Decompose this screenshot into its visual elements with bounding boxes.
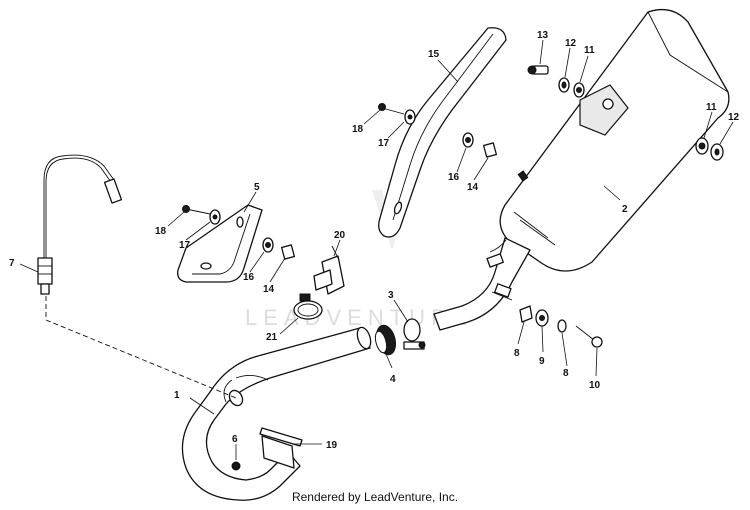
heat-shield-long: [378, 27, 507, 238]
washer-17-lower: [209, 209, 221, 225]
leader-lines: [19, 39, 734, 460]
hose-clamp: [293, 293, 323, 320]
callout-20: 20: [334, 230, 346, 241]
bolt-13: [527, 65, 549, 75]
callout-9: 9: [539, 356, 545, 367]
callout-18-upper: 18: [352, 124, 364, 135]
callout-17-lower: 17: [179, 240, 191, 251]
callout-16-upper: 16: [448, 172, 460, 183]
washer-12-upper: [558, 77, 570, 93]
collar-8-left: [519, 305, 533, 323]
callout-7: 7: [9, 258, 15, 269]
washer-12-right: [710, 143, 724, 161]
bolt-10: [575, 325, 603, 348]
spring-nut-14-upper: [482, 142, 498, 158]
callout-17-upper: 17: [378, 138, 390, 149]
exhaust-clamp: [403, 318, 426, 350]
bolt-18-upper: [378, 103, 405, 115]
callout-10: 10: [589, 380, 601, 391]
callout-5: 5: [254, 182, 260, 193]
callout-12-right: 12: [728, 112, 740, 123]
seal-ring: [374, 324, 397, 356]
pipe-bracket: [313, 245, 345, 295]
callout-8-left: 8: [514, 348, 520, 359]
callout-4: 4: [390, 374, 396, 385]
callouts: 1 2 3 4 5 6 7 8 8 9 10 11 11 12 12 13 14…: [9, 30, 740, 451]
heat-shield-small: [177, 204, 263, 283]
callout-14-upper: 14: [467, 182, 479, 193]
callout-3: 3: [388, 290, 394, 301]
callout-18-lower: 18: [155, 226, 167, 237]
callout-14-lower: 14: [263, 284, 275, 295]
callout-15: 15: [428, 49, 440, 60]
muffler: [433, 8, 730, 331]
header-pipe: [181, 326, 372, 501]
o2-sensor: [37, 154, 123, 295]
callout-11-right: 11: [706, 102, 717, 113]
watermark-text: LEADVENTURE: [245, 305, 474, 330]
nut-6: [232, 462, 240, 470]
grommet-16-upper: [462, 132, 474, 148]
spring-nut-14-lower: [280, 244, 296, 260]
callout-11-upper: 11: [584, 45, 595, 56]
callout-19: 19: [326, 440, 338, 451]
callout-8-right: 8: [563, 368, 569, 379]
gasket: [259, 427, 303, 447]
washer-11-upper: [573, 82, 585, 98]
washer-11-right: [695, 137, 709, 155]
credit-text: Rendered by LeadVenture, Inc.: [291, 490, 459, 504]
collar-8-right: [557, 319, 567, 333]
callout-12-upper: 12: [565, 38, 577, 49]
callout-21: 21: [266, 332, 278, 343]
bolt-18-lower: [182, 205, 211, 215]
grommet-9: [535, 309, 549, 327]
grommet-16-lower: [262, 237, 274, 253]
callout-6: 6: [232, 434, 238, 445]
callout-16-lower: 16: [243, 272, 255, 283]
callout-1: 1: [174, 390, 180, 401]
washer-17-upper: [404, 109, 416, 125]
callout-2: 2: [622, 204, 628, 215]
callout-13: 13: [537, 30, 549, 41]
